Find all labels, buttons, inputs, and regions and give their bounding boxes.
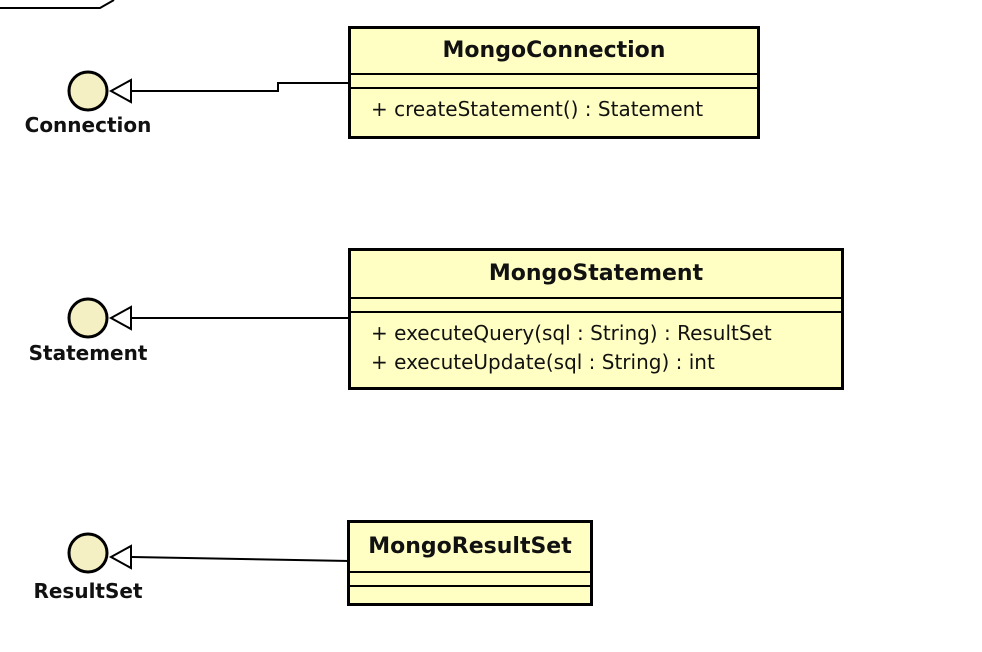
realization-arrowhead-resultset [108,544,132,570]
class-name: MongoStatement [488,261,704,286]
interface-lollipop-resultset [67,532,109,574]
operations-compartment: + createStatement() : Statement [351,87,757,136]
class-mongostatement[interactable]: MongoStatement + executeQuery(sql : Stri… [348,248,844,390]
interface-lollipop-connection [67,70,109,112]
realization-line-connection [132,82,350,92]
interface-lollipop-statement [67,297,109,339]
operation: + executeQuery(sql : String) : ResultSet [371,321,772,345]
realization-line-resultset [131,556,351,562]
operations-compartment [350,585,590,603]
interface-label-connection: Connection [24,113,152,137]
attributes-compartment [351,73,757,87]
attributes-compartment [351,297,841,311]
realization-arrowhead-statement [108,305,132,331]
realization-arrowhead-connection [108,78,132,104]
class-mongoresultset[interactable]: MongoResultSet [347,520,593,606]
attributes-compartment [350,571,590,585]
interface-label-statement: Statement [28,341,148,365]
class-name: MongoResultSet [368,534,572,559]
operation: + executeUpdate(sql : String) : int [371,350,715,374]
operations-compartment: + executeQuery(sql : String) : ResultSet… [351,311,841,387]
package-frame-fragment [0,0,115,9]
interface-label-resultset: ResultSet [33,579,143,603]
operation: + createStatement() : Statement [371,97,704,121]
class-name: MongoConnection [442,38,666,63]
class-mongoconnection[interactable]: MongoConnection + createStatement() : St… [348,26,760,139]
